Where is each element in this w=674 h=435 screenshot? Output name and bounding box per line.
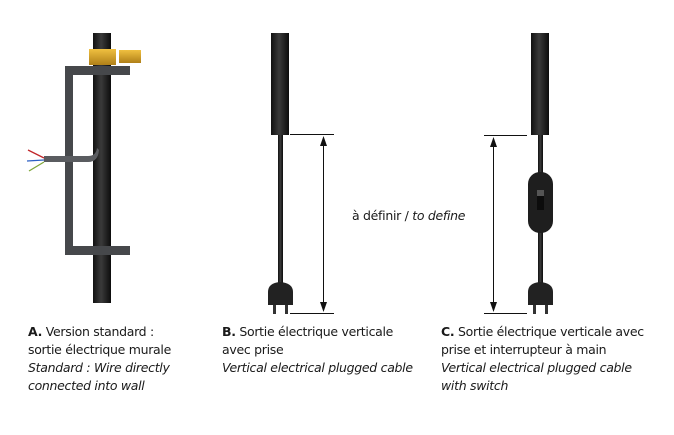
version-b-plug (268, 33, 334, 314)
version-a-wall-wire (26, 33, 141, 303)
cable (44, 148, 99, 162)
caption-a: A. Version standard : sortie électrique … (28, 324, 171, 393)
pole (531, 33, 549, 135)
version-c-switch (484, 33, 553, 314)
caption-b: B. Sortie électrique verticale avec pris… (222, 324, 413, 375)
pole (271, 33, 289, 135)
caption-c: C. Sortie électrique verticale avec pris… (441, 324, 644, 393)
wire-green (28, 161, 45, 172)
brass-screw (119, 50, 141, 63)
wire-blue (26, 159, 45, 162)
cable (278, 135, 283, 285)
pole (93, 33, 111, 303)
wire-red (27, 149, 45, 159)
wall-bracket (65, 66, 130, 255)
plug (528, 282, 553, 305)
plug (268, 282, 293, 305)
dimension-label: à définir / to define (352, 208, 466, 223)
brass-collar (89, 49, 116, 65)
